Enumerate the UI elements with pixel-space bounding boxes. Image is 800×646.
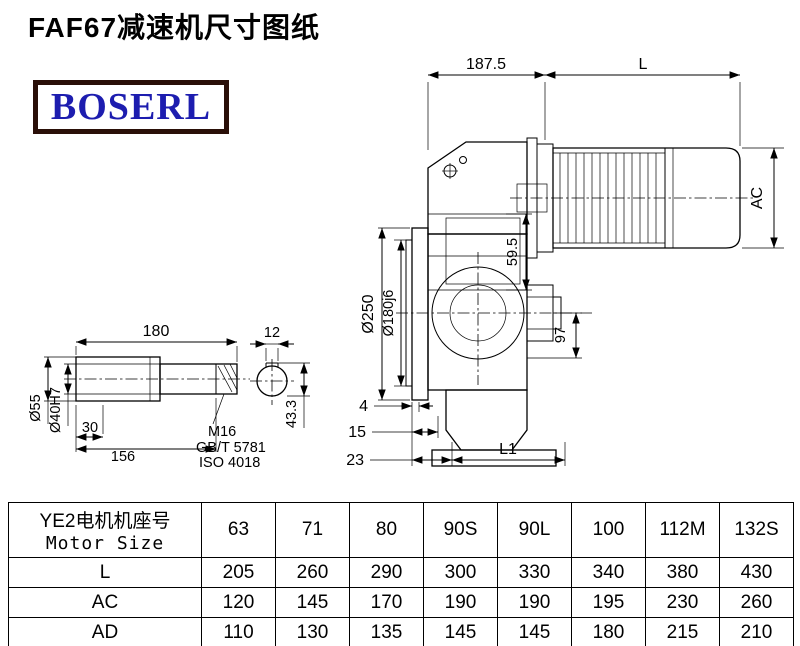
cell-AC-1: 145 bbox=[275, 587, 350, 618]
size-col-63: 63 bbox=[201, 502, 276, 558]
cell-L-6: 380 bbox=[645, 557, 720, 588]
cell-AD-4: 145 bbox=[497, 617, 572, 646]
page-title: FAF67减速机尺寸图纸 bbox=[28, 12, 321, 43]
motor-outline bbox=[510, 137, 756, 259]
dim-L: L bbox=[639, 56, 648, 73]
header-line-en: Motor Size bbox=[45, 533, 165, 554]
cell-AC-7: 260 bbox=[719, 587, 794, 618]
dim-L1: L1 bbox=[499, 441, 517, 458]
cell-AC-2: 170 bbox=[349, 587, 424, 618]
cell-AD-6: 215 bbox=[645, 617, 720, 646]
dim-59-5: 59.5 bbox=[505, 238, 521, 266]
dim-15: 15 bbox=[348, 424, 366, 441]
dim-187-5: 187.5 bbox=[466, 56, 506, 73]
table-row-AD: AD 110 130 135 145 145 180 215 210 bbox=[8, 617, 794, 646]
cell-AC-0: 120 bbox=[201, 587, 276, 618]
cell-L-5: 340 bbox=[571, 557, 646, 588]
size-col-112m: 112M bbox=[645, 502, 720, 558]
row-label-AC: AC bbox=[8, 587, 202, 618]
cell-AD-7: 210 bbox=[719, 617, 794, 646]
dim-spigot-dia: Ø180j6 bbox=[381, 290, 397, 337]
dim-shaft-dia: Ø55 bbox=[28, 394, 44, 421]
dim-bore-dia: Ø40H7 bbox=[48, 387, 64, 433]
size-col-132s: 132S bbox=[719, 502, 794, 558]
cell-AD-3: 145 bbox=[423, 617, 498, 646]
dim-23: 23 bbox=[346, 452, 364, 469]
shaft-detail: 180 Ø55 Ø40H7 30 156 bbox=[28, 323, 266, 471]
dim-AC: AC bbox=[749, 187, 766, 209]
table-row-L: L 205 260 290 300 330 340 380 430 bbox=[8, 557, 794, 588]
dim-30: 30 bbox=[82, 420, 98, 436]
ac-dimension: AC bbox=[742, 147, 784, 249]
header-line-cn: YE2电机机座号 bbox=[39, 511, 171, 532]
thread-label: M16 bbox=[208, 424, 236, 440]
cell-L-7: 430 bbox=[719, 557, 794, 588]
dim-flange-dia: Ø250 bbox=[360, 294, 377, 333]
boserl-logo: BOSERL bbox=[33, 80, 229, 134]
cell-L-2: 290 bbox=[349, 557, 424, 588]
cell-L-4: 330 bbox=[497, 557, 572, 588]
technical-drawing: 187.5 L AC bbox=[28, 56, 784, 471]
size-col-71: 71 bbox=[275, 502, 350, 558]
size-col-80: 80 bbox=[349, 502, 424, 558]
dim-156: 156 bbox=[111, 449, 135, 465]
cell-L-0: 205 bbox=[201, 557, 276, 588]
standard-gb-label: GB/T 5781 bbox=[196, 440, 266, 456]
table-header-row: YE2电机机座号 Motor Size 63 71 80 90S 90L 100… bbox=[8, 502, 794, 558]
row-label-L: L bbox=[8, 557, 202, 588]
dim-180: 180 bbox=[143, 323, 170, 340]
bottom-dimensions: 4 15 23 L1 bbox=[346, 398, 566, 469]
cell-L-3: 300 bbox=[423, 557, 498, 588]
top-dimensions: 187.5 L bbox=[427, 56, 741, 150]
cell-AC-6: 230 bbox=[645, 587, 720, 618]
table-row-AC: AC 120 145 170 190 190 195 230 260 bbox=[8, 587, 794, 618]
keyway-detail: 12 43.3 bbox=[250, 325, 310, 428]
dim-4: 4 bbox=[359, 398, 368, 415]
motor-size-header-cell: YE2电机机座号 Motor Size bbox=[8, 502, 202, 558]
cell-AD-2: 135 bbox=[349, 617, 424, 646]
cell-AD-1: 130 bbox=[275, 617, 350, 646]
dim-97: 97 bbox=[553, 327, 569, 343]
cell-AD-0: 110 bbox=[201, 617, 276, 646]
size-col-90s: 90S bbox=[423, 502, 498, 558]
cell-L-1: 260 bbox=[275, 557, 350, 588]
dim-key-height: 43.3 bbox=[284, 400, 300, 428]
dim-key-width: 12 bbox=[264, 325, 280, 341]
dimension-table: YE2电机机座号 Motor Size 63 71 80 90S 90L 100… bbox=[8, 502, 794, 646]
standard-iso-label: ISO 4018 bbox=[199, 455, 260, 471]
gearbox-outline bbox=[396, 141, 592, 467]
cell-AC-3: 190 bbox=[423, 587, 498, 618]
internal-dimensions: 59.5 97 bbox=[505, 213, 582, 359]
cell-AD-5: 180 bbox=[571, 617, 646, 646]
cell-AC-5: 195 bbox=[571, 587, 646, 618]
size-col-100: 100 bbox=[571, 502, 646, 558]
row-label-AD: AD bbox=[8, 617, 202, 646]
cell-AC-4: 190 bbox=[497, 587, 572, 618]
flange-dimensions: Ø250 Ø180j6 bbox=[360, 227, 410, 401]
size-col-90l: 90L bbox=[497, 502, 572, 558]
